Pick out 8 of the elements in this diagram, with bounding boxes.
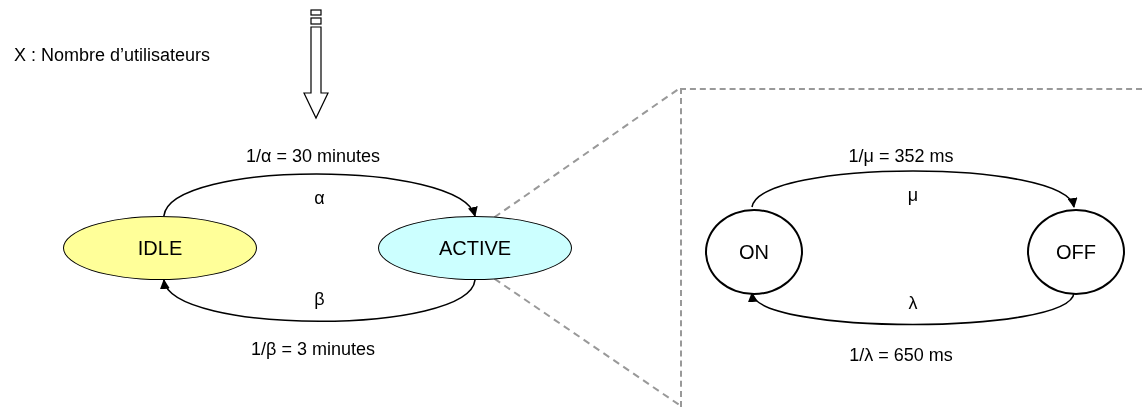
state-label: ACTIVE [438, 236, 512, 260]
transition-arrow [751, 170, 1075, 208]
state-label: OFF [1056, 240, 1096, 264]
transition-arrow [163, 173, 476, 217]
transition-arrow [751, 292, 1075, 326]
transition-arrow [163, 279, 476, 323]
state-label: ON [739, 240, 769, 264]
state-label: IDLE [137, 236, 183, 260]
